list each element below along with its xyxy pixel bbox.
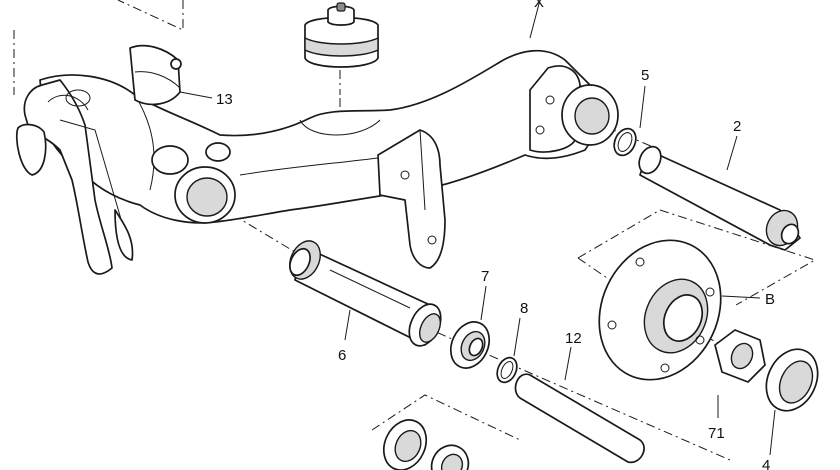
left-bush-housing — [151, 142, 236, 224]
bearing-7 — [449, 321, 491, 369]
seal-set-bottom — [382, 419, 470, 470]
right-bush-housing — [529, 65, 619, 153]
reference-frames — [13, 0, 817, 441]
callout-4: 4 — [762, 457, 770, 470]
cap-13 — [129, 44, 182, 106]
stub-axle-2 — [638, 145, 801, 251]
nut-71 — [714, 329, 766, 383]
hub-cap-4 — [765, 348, 819, 412]
callout-labels: X 13 5 2 6 7 8 12 B 71 4 — [216, 0, 775, 470]
callout-12: 12 — [565, 330, 582, 347]
leader-lines — [179, 0, 776, 456]
left-arm-bracket — [15, 79, 134, 275]
callout-6: 6 — [338, 347, 346, 364]
callout-b: B — [765, 291, 775, 308]
callout-13: 13 — [216, 91, 233, 108]
callout-x: X — [534, 0, 544, 11]
rod-12 — [514, 373, 645, 464]
axle-beam-x — [39, 49, 598, 224]
callout-7: 7 — [481, 268, 489, 285]
callout-2: 2 — [733, 118, 741, 135]
circlip-8 — [496, 356, 518, 384]
callout-8: 8 — [520, 300, 528, 317]
o-ring-5 — [613, 127, 637, 157]
hub-b — [598, 239, 722, 381]
callout-5: 5 — [641, 67, 649, 84]
callout-71: 71 — [708, 425, 725, 442]
rubber-mount — [304, 2, 379, 68]
shaft-6 — [289, 240, 442, 347]
centre-mount-bracket — [377, 129, 446, 269]
